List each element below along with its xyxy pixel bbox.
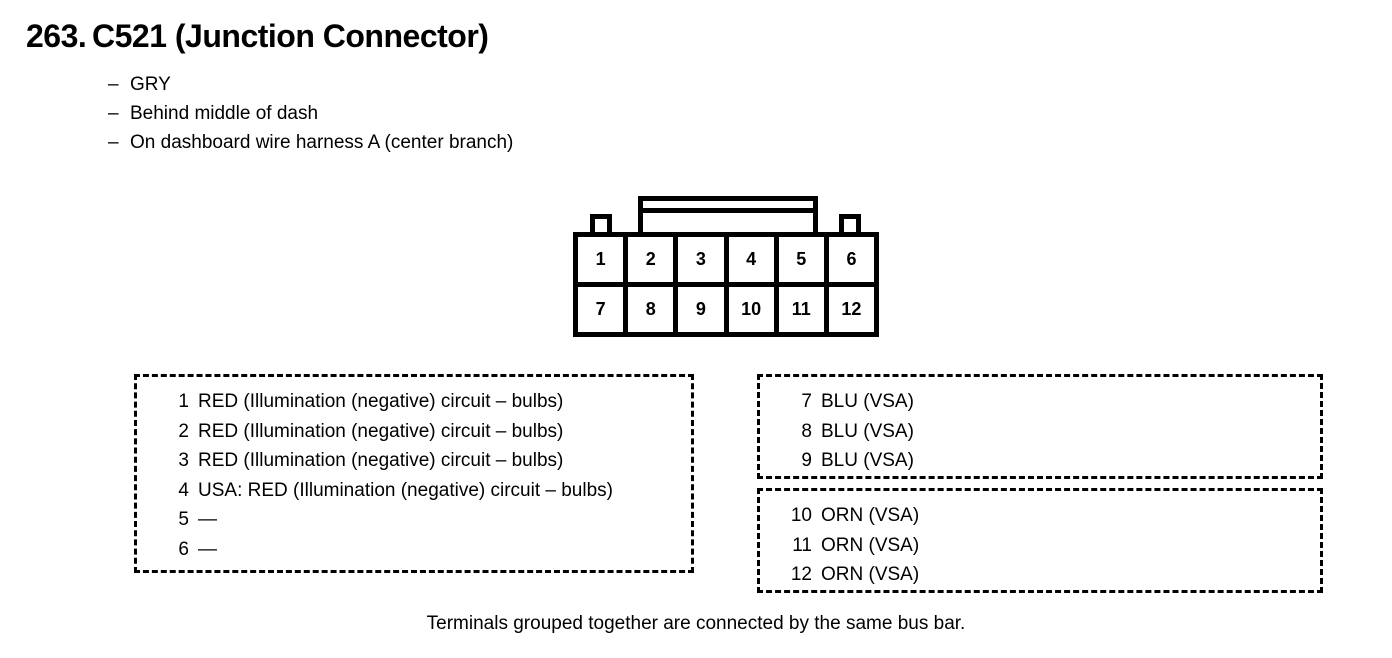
terminal-cell-6: 6 bbox=[846, 249, 857, 269]
attribute-row-harness: – On dashboard wire harness A (center br… bbox=[108, 128, 513, 157]
terminal-entry: 9 BLU (VSA) bbox=[782, 446, 1320, 476]
connector-tab-slot bbox=[643, 208, 813, 213]
terminal-description: — bbox=[198, 509, 217, 530]
bullet-dash-icon: – bbox=[108, 103, 119, 124]
terminal-group-red: 1 RED (Illumination (negative) circuit –… bbox=[134, 374, 694, 573]
terminal-entry: 12 ORN (VSA) bbox=[782, 560, 1320, 590]
connector-notch-right bbox=[839, 214, 861, 234]
terminal-entry: 11 ORN (VSA) bbox=[782, 531, 1320, 561]
terminal-description: RED (Illumination (negative) circuit – b… bbox=[198, 391, 564, 412]
connector-body: 1 2 3 4 5 6 7 8 9 10 11 12 bbox=[573, 232, 879, 337]
connector-notch-left bbox=[590, 214, 612, 234]
terminal-number: 6 bbox=[178, 538, 189, 560]
terminal-cell-7: 7 bbox=[578, 287, 629, 332]
terminal-number: 2 bbox=[178, 420, 189, 442]
terminal-entry: 6 — bbox=[159, 535, 691, 565]
attribute-harness-value: On dashboard wire harness A (center bran… bbox=[130, 132, 514, 153]
terminal-cell-8: 8 bbox=[628, 287, 679, 332]
terminal-description: BLU (VSA) bbox=[821, 450, 914, 471]
terminal-number: 12 bbox=[790, 564, 812, 585]
terminal-entry: 4 USA: RED (Illumination (negative) circ… bbox=[159, 476, 691, 506]
terminal-group-blu: 7 BLU (VSA) 8 BLU (VSA) 9 BLU (VSA) bbox=[757, 374, 1323, 479]
terminal-cell-3: 3 bbox=[678, 237, 729, 282]
terminal-entry: 3 RED (Illumination (negative) circuit –… bbox=[159, 446, 691, 476]
terminal-number: 4 bbox=[178, 479, 189, 501]
attribute-row-location: – Behind middle of dash bbox=[108, 99, 513, 128]
terminal-description: USA: RED (Illumination (negative) circui… bbox=[198, 479, 613, 501]
terminal-number: 7 bbox=[801, 391, 812, 412]
attribute-color-value: GRY bbox=[130, 74, 171, 95]
terminal-number: 9 bbox=[801, 450, 812, 471]
terminal-entry: 8 BLU (VSA) bbox=[782, 417, 1320, 447]
terminal-description: RED (Illumination (negative) circuit – b… bbox=[198, 420, 564, 442]
connector-title: C521 (Junction Connector) bbox=[92, 18, 489, 54]
terminal-entry: 1 RED (Illumination (negative) circuit –… bbox=[159, 387, 691, 417]
item-number: 263. bbox=[26, 18, 87, 54]
terminal-cell-1: 1 bbox=[578, 237, 629, 282]
connector-locking-tab bbox=[638, 196, 818, 236]
terminal-description: — bbox=[198, 538, 217, 560]
terminal-description: BLU (VSA) bbox=[821, 420, 914, 442]
terminal-cell-11: 11 bbox=[779, 287, 829, 332]
bus-bar-note: Terminals grouped together are connected… bbox=[426, 613, 966, 634]
terminal-cell-12: 12 bbox=[841, 299, 862, 319]
terminal-row-top: 1 2 3 4 5 6 bbox=[578, 237, 874, 287]
terminal-description: BLU (VSA) bbox=[821, 391, 914, 412]
bullet-dash-icon: – bbox=[108, 74, 119, 95]
terminal-number: 3 bbox=[178, 450, 189, 471]
terminal-number: 5 bbox=[178, 509, 189, 530]
terminal-entry: 10 ORN (VSA) bbox=[782, 501, 1320, 531]
terminal-cell-4: 4 bbox=[729, 237, 779, 282]
connector-attribute-list: – GRY – Behind middle of dash – On dashb… bbox=[108, 70, 513, 157]
terminal-number: 11 bbox=[792, 534, 812, 556]
terminal-cell-2: 2 bbox=[628, 237, 679, 282]
page-title: 263.C521 (Junction Connector) bbox=[26, 18, 489, 55]
terminal-number: 10 bbox=[790, 505, 812, 526]
terminal-group-orn: 10 ORN (VSA) 11 ORN (VSA) 12 ORN (VSA) bbox=[757, 488, 1323, 593]
terminal-cell-5: 5 bbox=[779, 237, 829, 282]
terminal-entry: 5 — bbox=[159, 505, 691, 535]
bullet-dash-icon: – bbox=[108, 132, 119, 153]
terminal-description: ORN (VSA) bbox=[821, 534, 920, 556]
terminal-description: ORN (VSA) bbox=[821, 564, 920, 585]
attribute-row-color: – GRY bbox=[108, 70, 513, 99]
terminal-entry: 7 BLU (VSA) bbox=[782, 387, 1320, 417]
terminal-description: ORN (VSA) bbox=[821, 505, 920, 526]
terminal-cell-10: 10 bbox=[729, 287, 779, 332]
attribute-location-value: Behind middle of dash bbox=[130, 103, 319, 124]
terminal-description: RED (Illumination (negative) circuit – b… bbox=[198, 450, 564, 471]
terminal-row-bottom: 7 8 9 10 11 12 bbox=[578, 287, 874, 332]
terminal-number: 8 bbox=[801, 420, 812, 442]
connector-diagram: 1 2 3 4 5 6 7 8 9 10 11 12 bbox=[573, 194, 879, 338]
terminal-cell-9: 9 bbox=[678, 287, 729, 332]
terminal-number: 1 bbox=[178, 391, 189, 412]
terminal-entry: 2 RED (Illumination (negative) circuit –… bbox=[159, 417, 691, 447]
